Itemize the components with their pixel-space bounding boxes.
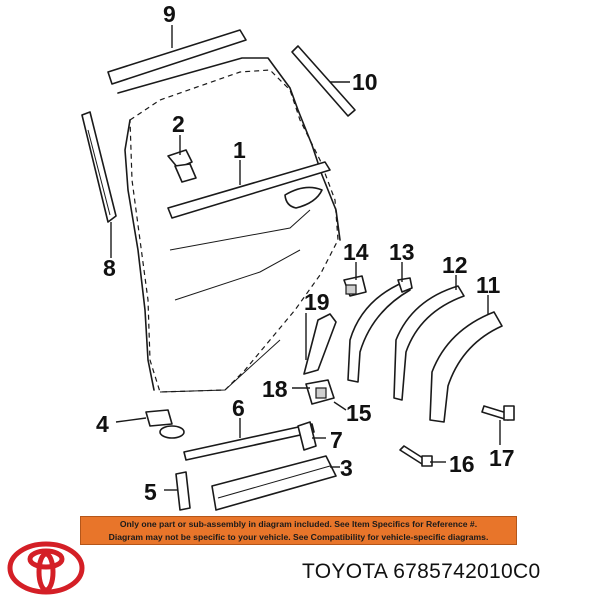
callout-6: 6	[232, 395, 245, 421]
part-2-clip	[167, 149, 197, 183]
part-13-arch-moulding	[347, 277, 413, 383]
part-16-screw	[399, 445, 433, 467]
callout-14: 14	[343, 239, 369, 265]
caption-part-number: 6785742010C0	[393, 560, 541, 583]
part-6-rocker-moulding	[183, 423, 315, 461]
part-4-clip	[145, 409, 185, 439]
part-11-fender-flare	[429, 311, 503, 423]
part-19-protector	[303, 313, 337, 375]
callout-18: 18	[262, 376, 288, 402]
callout-1: 1	[233, 137, 246, 163]
caption-brand: TOYOTA	[302, 560, 388, 583]
part-17-screw	[481, 405, 515, 421]
callout-17: 17	[489, 445, 515, 471]
part-15-clip	[305, 379, 335, 405]
part-5-end-cap	[175, 471, 191, 511]
callout-15: 15	[346, 400, 372, 426]
callout-8: 8	[103, 255, 116, 281]
part-10-rear-moulding	[291, 45, 356, 117]
callout-9: 9	[163, 1, 176, 27]
part-7-end-cap	[297, 421, 317, 451]
part-12-arch-moulding	[393, 285, 465, 401]
callout-10: 10	[352, 69, 378, 95]
callout-5: 5	[144, 479, 157, 505]
callout-3: 3	[340, 455, 353, 481]
callout-13: 13	[389, 239, 415, 265]
diagram-notice: Only one part or sub-assembly in diagram…	[80, 516, 517, 545]
part-1-belt-moulding	[167, 161, 331, 219]
callout-4: 4	[96, 411, 109, 437]
notice-line-2: Diagram may not be specific to your vehi…	[108, 532, 489, 542]
rear-door-outline	[117, 57, 341, 393]
part-14-clip	[343, 275, 367, 297]
part-3-rocker-panel	[211, 455, 337, 511]
part-8-pillar-garnish	[81, 111, 117, 223]
toyota-logo-icon	[7, 541, 85, 595]
callout-labels: 9 10 2 1 8 14 13 12 11 19 18 15 4 6 7 3 …	[96, 1, 515, 505]
callout-12: 12	[442, 252, 468, 278]
callout-16: 16	[449, 451, 475, 477]
callout-7: 7	[330, 427, 343, 453]
callout-19: 19	[304, 289, 330, 315]
callout-11: 11	[476, 272, 501, 298]
part-9-frame-moulding	[107, 29, 247, 85]
callout-2: 2	[172, 111, 185, 137]
leader-lines	[110, 25, 501, 491]
part-caption: TOYOTA 6785742010C0	[302, 560, 540, 584]
notice-line-1: Only one part or sub-assembly in diagram…	[119, 519, 478, 529]
